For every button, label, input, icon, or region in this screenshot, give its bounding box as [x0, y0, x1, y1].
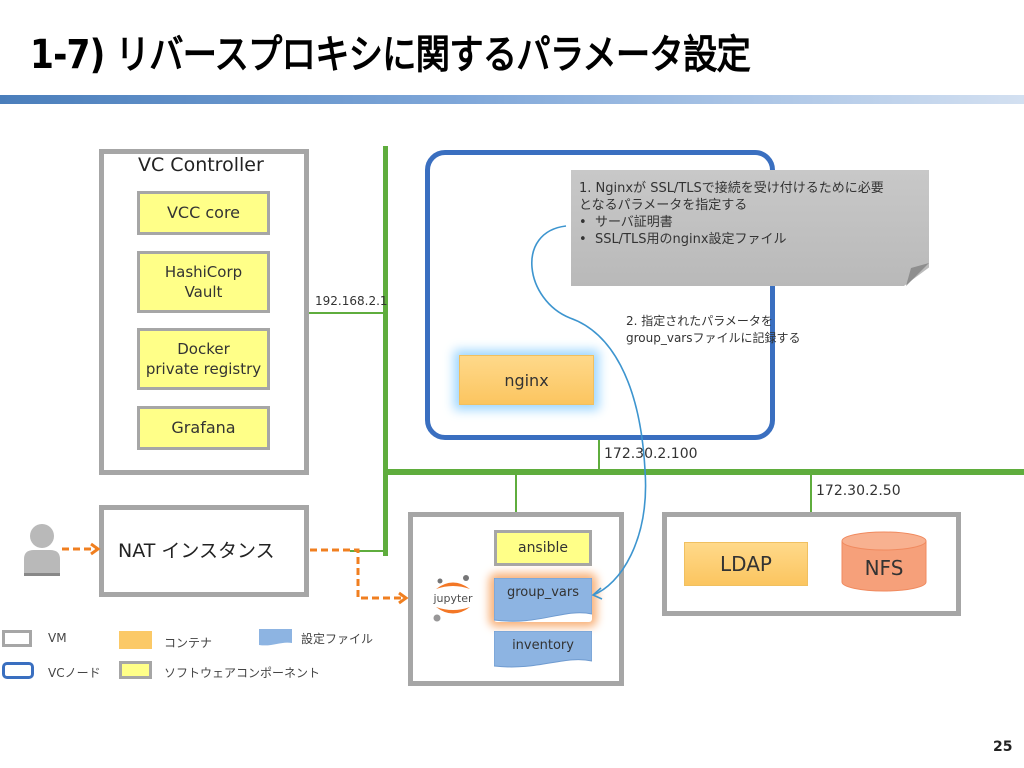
nat-instance-vm: [99, 505, 309, 597]
page-number: 25: [993, 739, 1013, 755]
ldap-label: LDAP: [720, 552, 772, 576]
annotation-line-2: group_varsファイルに記録する: [626, 331, 801, 345]
component-label: Grafana: [171, 418, 236, 437]
nat-to-jupyter-arrow: [310, 548, 409, 605]
legend-software-label: ソフトウェアコンポーネント: [164, 666, 321, 680]
software-ansible: ansible: [494, 530, 592, 566]
vc-node-ip: 172.30.2.100: [604, 446, 698, 462]
legend-config-file-label: 設定ファイル: [301, 632, 374, 646]
link-jupyter-vm: [515, 474, 517, 514]
legend-vc-node-swatch: [2, 662, 34, 679]
nginx-container: nginx: [459, 355, 594, 405]
network-bus-horizontal: [383, 469, 1024, 475]
nfs-label: NFS: [864, 556, 904, 580]
nginx-label: nginx: [504, 370, 549, 390]
component-grafana: Grafana: [137, 406, 270, 450]
user-icon: [24, 524, 60, 576]
note-bullet: • サーバ証明書: [579, 215, 673, 230]
component-hashicorp-vault: HashiCorp Vault: [137, 251, 270, 313]
ansible-label: ansible: [517, 540, 569, 556]
legend-vc-node-label: VCノード: [48, 666, 101, 680]
note-bullet: • SSL/TLS用のnginx設定ファイル: [579, 232, 787, 247]
legend-container-label: コンテナ: [164, 636, 213, 650]
annotation-step2: 2. 指定されたパラメータを group_varsファイルに記録する: [626, 313, 801, 347]
note-bullet-text: サーバ証明書: [594, 215, 673, 230]
note-fold-corner: [906, 263, 929, 286]
legend-vm-swatch: [2, 630, 32, 647]
file-inventory: [494, 631, 592, 668]
title-underline: [0, 95, 1024, 104]
annotation-line-1: 2. 指定されたパラメータを: [626, 314, 773, 328]
ldap-container: LDAP: [684, 542, 808, 586]
component-docker-registry: Docker private registry: [137, 328, 270, 390]
component-label: VCC core: [166, 203, 241, 222]
legend-config-file-swatch: [259, 629, 292, 646]
vc-controller-ip: 192.168.2.1: [315, 294, 388, 308]
nat-instance-label: NAT インスタンス: [118, 540, 275, 562]
link-vc-node: [598, 438, 600, 470]
link-storage-vm: [810, 474, 812, 514]
component-vcc-core: VCC core: [137, 191, 270, 235]
legend-vm-label: VM: [48, 631, 67, 645]
link-nat: [350, 550, 384, 552]
note-line-2: となるパラメータを指定する: [579, 198, 748, 213]
instruction-note: 1. Nginxが SSL/TLSで接続を受け付けるために必要 となるパラメータ…: [571, 170, 929, 286]
storage-vm-ip: 172.30.2.50: [816, 483, 901, 499]
vc-controller-title: VC Controller: [138, 154, 264, 176]
component-label: HashiCorp Vault: [164, 263, 243, 301]
note-bullet-text: SSL/TLS用のnginx設定ファイル: [594, 232, 787, 247]
network-bus-vertical: [383, 146, 388, 556]
link-vc-controller: [308, 312, 384, 314]
group-vars-label: group_vars: [506, 585, 580, 600]
nfs-database-icon: [841, 531, 927, 592]
component-label: Docker private registry: [145, 340, 262, 378]
note-line-1: 1. Nginxが SSL/TLSで接続を受け付けるために必要: [579, 181, 884, 196]
jupyter-logo-text: jupyter: [432, 592, 473, 605]
jupyter-logo-icon: jupyter: [432, 575, 473, 622]
inventory-label: inventory: [512, 638, 574, 653]
legend-software-swatch: [119, 661, 152, 679]
legend-container-swatch: [119, 631, 152, 649]
user-to-nat-arrow: [62, 542, 101, 556]
slide-title: 1-7) リバースプロキシに関するパラメータ設定: [30, 32, 751, 78]
